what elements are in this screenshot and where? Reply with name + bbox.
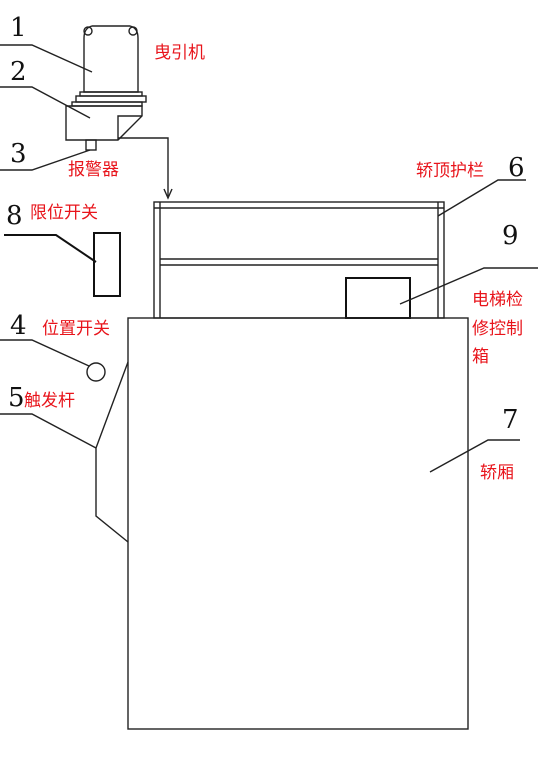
alarm-device bbox=[85, 139, 97, 151]
limit-switch-box bbox=[93, 232, 121, 297]
number-1: 1 bbox=[10, 13, 27, 43]
number-3: 3 bbox=[10, 139, 27, 169]
leader-2 bbox=[0, 86, 91, 119]
position-switch bbox=[86, 362, 106, 382]
leader-9 bbox=[399, 267, 538, 305]
number-4: 4 bbox=[10, 311, 27, 341]
traction-machine bbox=[71, 25, 147, 107]
leader-6 bbox=[437, 179, 526, 217]
label-car: 轿厢 bbox=[480, 463, 514, 483]
label-inspection-box-1: 电梯检 bbox=[472, 290, 523, 310]
number-9: 9 bbox=[502, 221, 519, 251]
number-2: 2 bbox=[10, 57, 27, 87]
leader-4 bbox=[0, 339, 90, 367]
connection-wire bbox=[118, 137, 169, 196]
leader-7 bbox=[429, 439, 520, 473]
number-8: 8 bbox=[6, 201, 23, 231]
label-position-switch: 位置开关 bbox=[42, 319, 110, 339]
label-trigger-rod: 触发杆 bbox=[24, 391, 75, 411]
leader-5 bbox=[0, 413, 97, 449]
number-5: 5 bbox=[8, 383, 25, 413]
leader-1 bbox=[0, 44, 93, 73]
label-inspection-box-2: 修控制 bbox=[472, 319, 523, 339]
gearbox bbox=[65, 105, 143, 141]
leader-3 bbox=[0, 149, 91, 171]
car-top-guardrail bbox=[153, 201, 445, 319]
number-7: 7 bbox=[502, 405, 519, 435]
leader-8 bbox=[4, 234, 97, 263]
number-6: 6 bbox=[508, 153, 525, 183]
car-body bbox=[127, 317, 469, 730]
label-traction-machine: 曳引机 bbox=[154, 43, 205, 63]
label-inspection-box-3: 箱 bbox=[472, 347, 489, 367]
label-limit-switch: 限位开关 bbox=[30, 203, 98, 223]
label-alarm: 报警器 bbox=[68, 160, 119, 180]
trigger-rod bbox=[95, 361, 129, 543]
inspection-control-box bbox=[345, 277, 411, 319]
arrow-head-icon bbox=[163, 188, 173, 200]
label-car-top-guardrail: 轿顶护栏 bbox=[416, 161, 484, 181]
